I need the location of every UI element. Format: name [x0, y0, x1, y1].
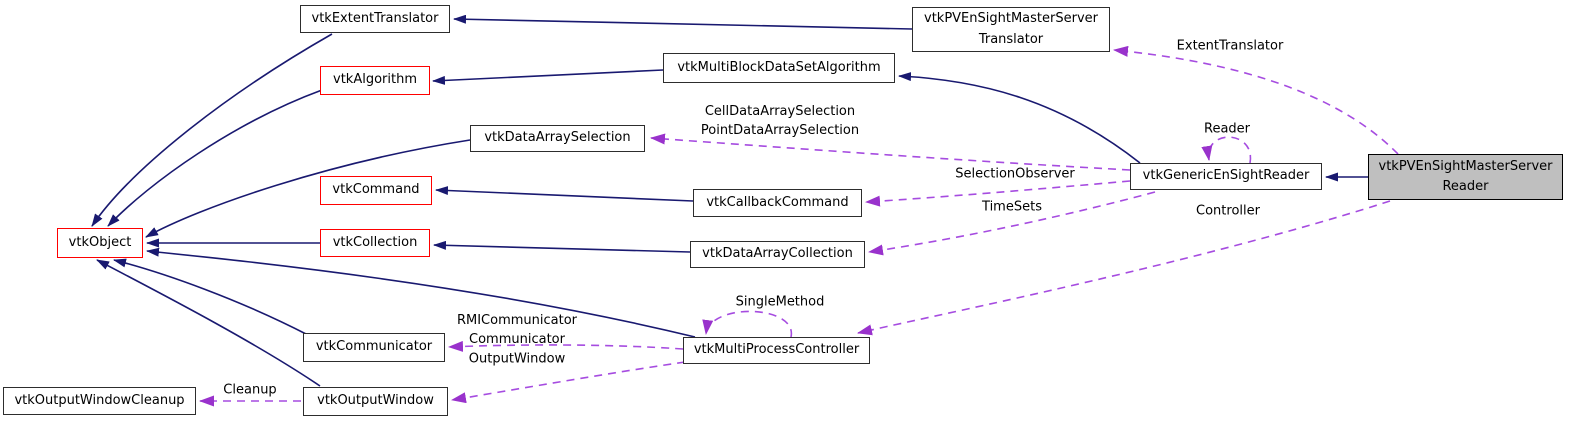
- edge-label-controller: Controller: [1196, 203, 1260, 219]
- inheritance-edge-multiprocess-to-object: [146, 247, 696, 338]
- node-vtkCallbackCommand[interactable]: vtkCallbackCommand: [693, 189, 862, 217]
- node-vtkCommunicator[interactable]: vtkCommunicator: [303, 333, 445, 362]
- inheritance-edge-dataarrayselection-to-object: [145, 139, 471, 238]
- inheritance-edge-outputwindow-to-object: [96, 259, 321, 387]
- edge-label-rmi-communicator: RMICommunicator Communicator: [456, 313, 578, 347]
- usage-edge-communicator: [448, 340, 684, 352]
- usage-edge-selectionobserver: [865, 180, 1131, 207]
- node-vtkOutputWindowCleanup[interactable]: vtkOutputWindowCleanup: [3, 387, 196, 415]
- usage-edge-celldata-pointdata: [650, 133, 1131, 171]
- inheritance-edge-dataarraycollection-to-collection: [433, 240, 691, 253]
- edge-label-selection-observer: SelectionObserver: [955, 166, 1075, 182]
- edge-label-time-sets: TimeSets: [982, 199, 1042, 215]
- node-vtkDataArrayCollection[interactable]: vtkDataArrayCollection: [690, 241, 865, 268]
- usage-edge-outputwindow: [451, 361, 686, 404]
- edge-label-single-method: SingleMethod: [735, 294, 825, 310]
- usage-edge-extenttranslator: [1113, 45, 1399, 155]
- node-vtkCommand[interactable]: vtkCommand: [320, 176, 432, 205]
- inheritance-edge-extenttranslator-to-object: [91, 33, 333, 227]
- inheritance-edge-genericreader-to-multiblock: [898, 72, 1141, 164]
- node-vtkMultiProcessController[interactable]: vtkMultiProcessController: [683, 337, 870, 364]
- inheritance-edge-communicator-to-object: [113, 258, 309, 336]
- node-vtkMultiBlockDataSetAlgorithm[interactable]: vtkMultiBlockDataSetAlgorithm: [663, 53, 895, 83]
- node-vtkAlgorithm[interactable]: vtkAlgorithm: [320, 66, 430, 95]
- usage-edge-reader-self-loop: [1201, 136, 1252, 164]
- edge-label-reader: Reader: [1203, 121, 1251, 137]
- usage-edge-controller: [857, 200, 1391, 336]
- edge-label-cell-point-selection: CellDataArraySelection PointDataArraySel…: [700, 104, 860, 138]
- usage-edge-singlemethod-self-loop: [702, 310, 792, 338]
- node-vtkGenericEnSightReader[interactable]: vtkGenericEnSightReader: [1130, 163, 1322, 190]
- inheritance-edge-callbackcommand-to-command: [435, 186, 694, 202]
- edge-label-output-window: OutputWindow: [468, 351, 566, 367]
- inheritance-edge-pvtranslator-to-extenttranslator: [453, 14, 913, 30]
- node-vtkDataArraySelection[interactable]: vtkDataArraySelection: [470, 125, 645, 152]
- node-vtkObject[interactable]: vtkObject: [57, 228, 143, 258]
- node-vtkExtentTranslator[interactable]: vtkExtentTranslator: [300, 5, 450, 33]
- edge-label-cleanup: Cleanup: [223, 382, 277, 398]
- inheritance-edge-multiblock-to-algorithm: [432, 69, 664, 85]
- inheritance-edge-algorithm-to-object: [107, 89, 323, 227]
- edge-label-extent-translator: ExtentTranslator: [1176, 38, 1284, 54]
- usage-edge-timesets: [868, 191, 1156, 256]
- node-vtkPVEnSightMasterServerTranslator[interactable]: vtkPVEnSightMasterServer Translator: [912, 7, 1110, 52]
- node-vtkCollection[interactable]: vtkCollection: [320, 229, 430, 257]
- node-vtkOutputWindow[interactable]: vtkOutputWindow: [303, 387, 448, 416]
- node-vtkPVEnSightMasterServerReader: vtkPVEnSightMasterServer Reader: [1368, 154, 1563, 200]
